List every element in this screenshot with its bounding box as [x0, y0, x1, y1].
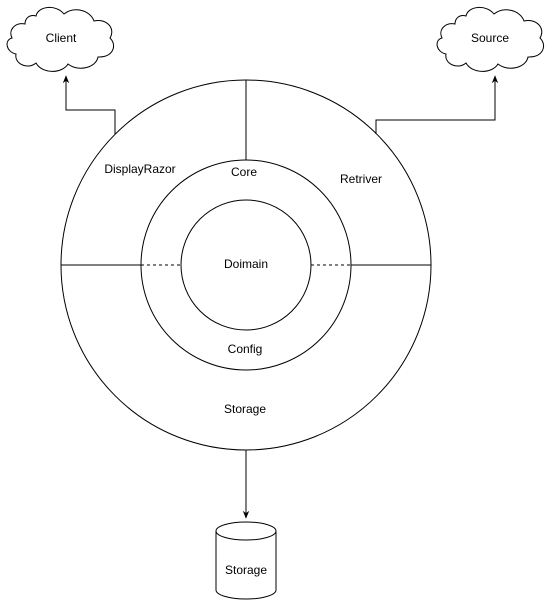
- display-to-client-edge: [62, 75, 116, 134]
- storage-db-label: Storage: [225, 563, 267, 577]
- retriver-label: Retriver: [340, 172, 382, 186]
- source-label: Source: [471, 31, 509, 45]
- source-cloud: Source: [436, 7, 544, 72]
- core-label: Core: [231, 165, 257, 179]
- storage-database-icon: Storage: [215, 521, 277, 600]
- client-label: Client: [46, 31, 77, 45]
- config-label: Config: [228, 342, 263, 356]
- display-razor-label: DisplayRazor: [104, 162, 175, 176]
- retriver-to-source-edge: [375, 75, 499, 134]
- storage-ring-label: Storage: [224, 402, 266, 416]
- client-cloud: Client: [6, 7, 114, 72]
- doimain-label: Doimain: [224, 257, 268, 271]
